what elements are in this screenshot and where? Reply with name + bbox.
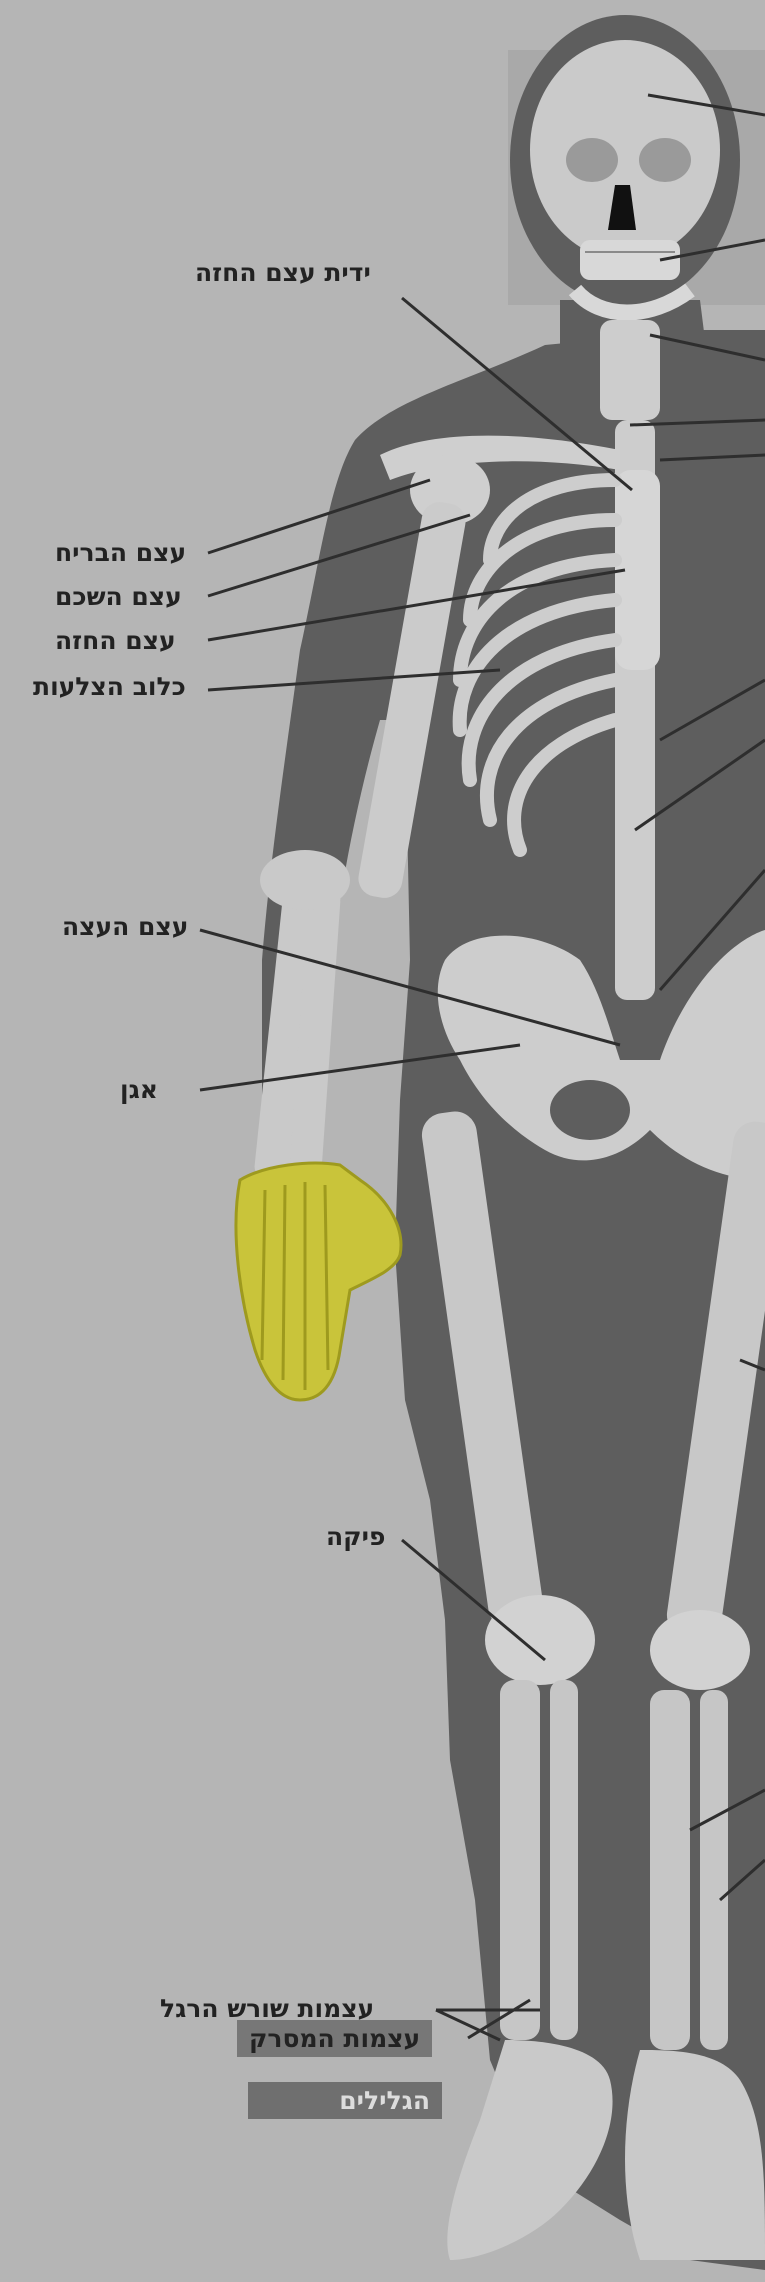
label-metatarsals: עצמות המסרק (237, 2020, 432, 2057)
label-ribcage: כלוב הצלעות (33, 672, 186, 701)
label-pelvis: אגן (120, 1075, 158, 1104)
label-scapula: עצם השכם (55, 582, 182, 611)
hand-highlight (236, 1163, 401, 1400)
label-clavicle: עצם הבריח (55, 538, 186, 567)
label-manubrium: ידית עצם החזה (195, 258, 371, 287)
label-sternum: עצם החזה (55, 626, 176, 655)
label-sacrum: עצם העצה (62, 912, 188, 941)
label-phalanges: הגלילים (248, 2082, 442, 2119)
label-patella: פיקה (326, 1522, 385, 1551)
label-tarsals: עצמות שורש הרגל (160, 1994, 374, 2023)
